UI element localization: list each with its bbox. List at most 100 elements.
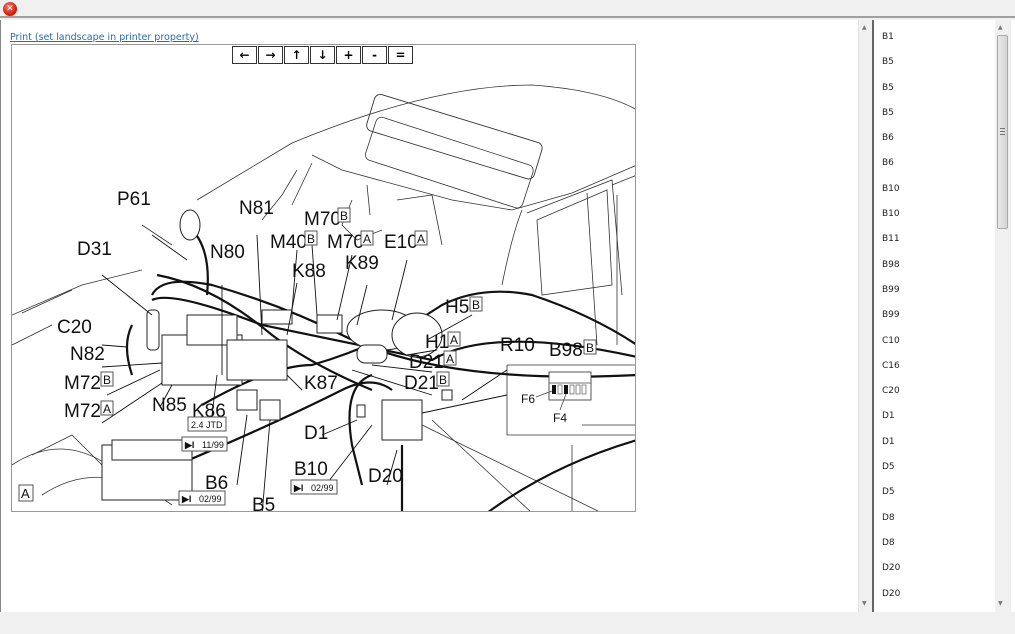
components [101,209,453,501]
label-K87[interactable]: K87 [304,373,338,394]
sunroof [366,94,543,180]
list-item[interactable]: B99 [882,310,900,321]
list-item[interactable]: C20 [882,386,900,397]
scroll-up-icon[interactable]: ▲ [862,24,867,31]
close-icon[interactable]: ✕ [3,2,17,16]
label-D21-B[interactable]: D21 [404,373,439,394]
variant-B: B [340,209,348,223]
label-N81[interactable]: N81 [239,198,274,219]
title-bar: ✕ [0,0,1015,18]
label-N82[interactable]: N82 [70,344,105,365]
play-icon: ▶I [184,440,194,450]
pan-right-button[interactable]: → [258,46,283,64]
b10-date-badge: 02/99 [311,483,334,493]
list-item[interactable]: D1 [882,436,895,447]
list-item[interactable]: B5 [882,107,894,118]
label-D1[interactable]: D1 [304,423,328,444]
list-item[interactable]: B5 [882,82,894,93]
fuse-box-inset: F6 F4 [521,371,592,425]
play-icon: ▶I [293,483,303,493]
variant-A: A [103,402,111,416]
wiring-diagram[interactable]: P61 D31 C20 N82 M72 M72 N85 K86 N80 N81 … [11,44,636,512]
label-K88[interactable]: K88 [292,261,326,282]
variant-A: A [417,232,425,246]
main-scrollbar[interactable]: ▲ ▼ [858,20,871,612]
badges: 2.4 JTD ▶I 11/99 ▶I 02/99 ▶I 02/99 [178,416,338,506]
k86-date-badge: 11/99 [202,440,224,450]
variant-B: B [103,373,111,387]
label-B6[interactable]: B6 [205,473,228,494]
label-M40-B[interactable]: M40 [270,232,307,253]
variant-B: B [439,373,447,387]
scroll-up-icon[interactable]: ▲ [998,24,1003,31]
label-B5[interactable]: B5 [252,495,275,512]
list-item[interactable]: B10 [882,209,900,220]
list-item[interactable]: B10 [882,183,900,194]
list-item[interactable]: D8 [882,512,895,523]
label-C20[interactable]: C20 [57,317,92,338]
label-B98-B[interactable]: B98 [549,340,583,361]
scrollbar-thumb[interactable] [997,35,1008,229]
label-M70-B[interactable]: M70 [304,209,341,230]
list-item[interactable]: D1 [882,411,895,422]
list-item[interactable]: D20 [882,588,901,599]
label-R10[interactable]: R10 [500,335,535,356]
list-item[interactable]: B98 [882,259,900,270]
list-item[interactable]: B99 [882,284,900,295]
play-icon: ▶I [181,494,191,504]
fuse-label-F4: F4 [553,411,567,425]
list-item[interactable]: B11 [882,234,900,245]
label-H1-A[interactable]: H1 [425,332,449,353]
zoom-out-button[interactable]: - [362,46,387,64]
variant-markers: B A B B A A B A A B B A [18,207,597,502]
label-M72-A[interactable]: M72 [64,401,101,422]
component-list-scrollbar[interactable]: ▲ ▼ [995,20,1011,612]
pan-left-button[interactable]: ← [232,46,257,64]
variant-B: B [586,341,594,355]
label-M70-A[interactable]: M70 [327,232,364,253]
label-H5-B[interactable]: H5 [445,297,469,318]
scroll-down-icon[interactable]: ▼ [862,600,867,607]
engine-badge: 2.4 JTD [191,420,223,430]
diagram-pane: Print (set landscape in printer property… [0,20,871,612]
list-item[interactable]: D20 [882,563,901,574]
label-B10[interactable]: B10 [294,459,328,480]
leader-lines [101,234,508,511]
pan-down-button[interactable]: ↓ [310,46,335,64]
reset-zoom-button[interactable]: = [388,46,413,64]
view-marker: A [21,486,30,501]
list-item[interactable]: C16 [882,360,900,371]
label-D31[interactable]: D31 [77,239,112,260]
variant-B: B [472,298,480,312]
label-N85[interactable]: N85 [152,395,187,416]
pan-up-button[interactable]: ↑ [284,46,309,64]
label-E10-A[interactable]: E10 [384,232,418,253]
zoom-in-button[interactable]: + [336,46,361,64]
label-P61[interactable]: P61 [117,189,151,210]
label-M72-B[interactable]: M72 [64,373,101,394]
variant-A: A [450,333,458,347]
list-item[interactable]: C10 [882,335,900,346]
status-bar [0,612,1015,634]
component-labels: P61 D31 C20 N82 M72 M72 N85 K86 N80 N81 … [57,189,583,512]
list-item[interactable]: D5 [882,462,895,473]
list-item[interactable]: B6 [882,133,894,144]
b6-date-badge: 02/99 [199,494,222,504]
label-K89[interactable]: K89 [345,253,379,274]
label-D20[interactable]: D20 [368,466,403,487]
wiring-diagram-svg: P61 D31 C20 N82 M72 M72 N85 K86 N80 N81 … [12,84,635,512]
list-item[interactable]: D8 [882,537,895,548]
list-item[interactable]: B5 [882,57,894,68]
variant-B: B [307,232,315,246]
list-item[interactable]: B6 [882,158,894,169]
list-item[interactable]: B1 [882,32,894,42]
scroll-down-icon[interactable]: ▼ [998,600,1003,607]
label-N80[interactable]: N80 [210,242,245,263]
variant-A: A [363,232,371,246]
list-item[interactable]: D5 [882,487,895,498]
fuse-label-F6: F6 [521,392,535,406]
label-D21-A[interactable]: D21 [409,352,444,373]
print-link[interactable]: Print (set landscape in printer property… [10,32,199,43]
